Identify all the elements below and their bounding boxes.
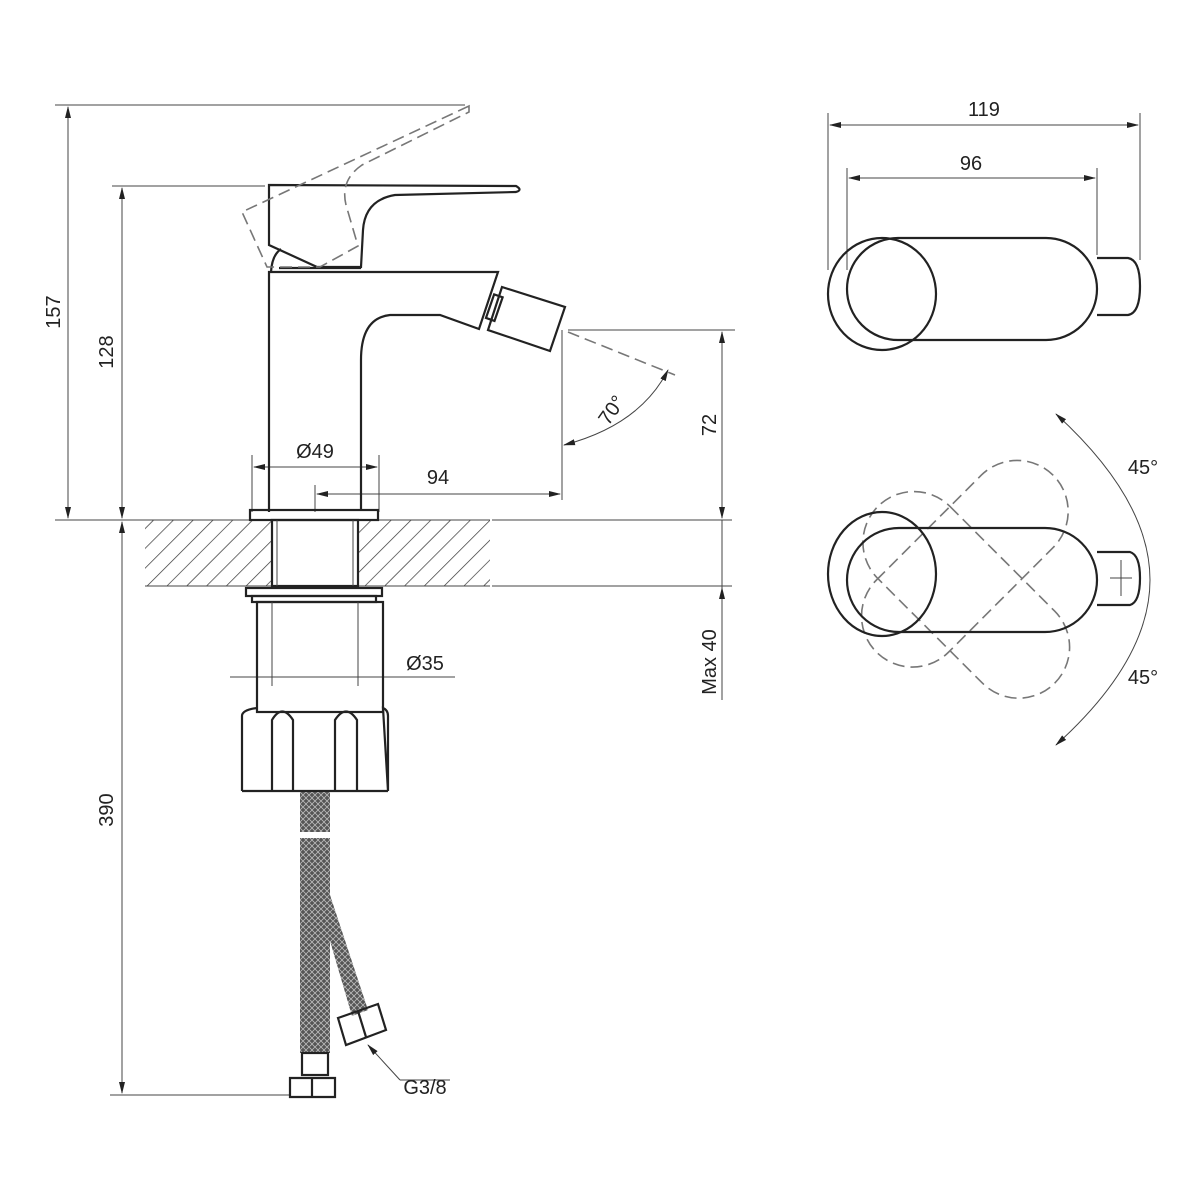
label-top-width-lever: 96 [960, 153, 982, 175]
label-overall-height: 157 [43, 295, 65, 328]
label-rotation-right: 45° [1128, 667, 1158, 689]
label-spout-height: 72 [699, 414, 721, 436]
faucet-side-view [240, 104, 567, 1099]
top-view [826, 113, 1142, 352]
label-max-countertop: Max 40 [699, 629, 721, 695]
countertop-section [145, 519, 490, 587]
label-rotation-left: 45° [1128, 457, 1158, 479]
label-connection-thread: G3/8 [403, 1077, 446, 1099]
label-top-width-total: 119 [968, 99, 1000, 121]
dimension-lines [65, 106, 725, 1094]
label-shank-diameter: Ø35 [406, 653, 444, 675]
label-nozzle-angle: 70° [594, 392, 629, 429]
extension-lines [55, 104, 735, 1096]
label-hose-length: 390 [96, 793, 118, 826]
label-base-diameter: Ø49 [296, 441, 334, 463]
label-spout-reach: 94 [427, 467, 449, 489]
dimension-labels: 157 128 390 72 Max 40 Ø49 94 70° Ø35 G3/… [43, 99, 1158, 1099]
label-body-height: 128 [96, 335, 118, 368]
rotation-view [826, 413, 1151, 746]
